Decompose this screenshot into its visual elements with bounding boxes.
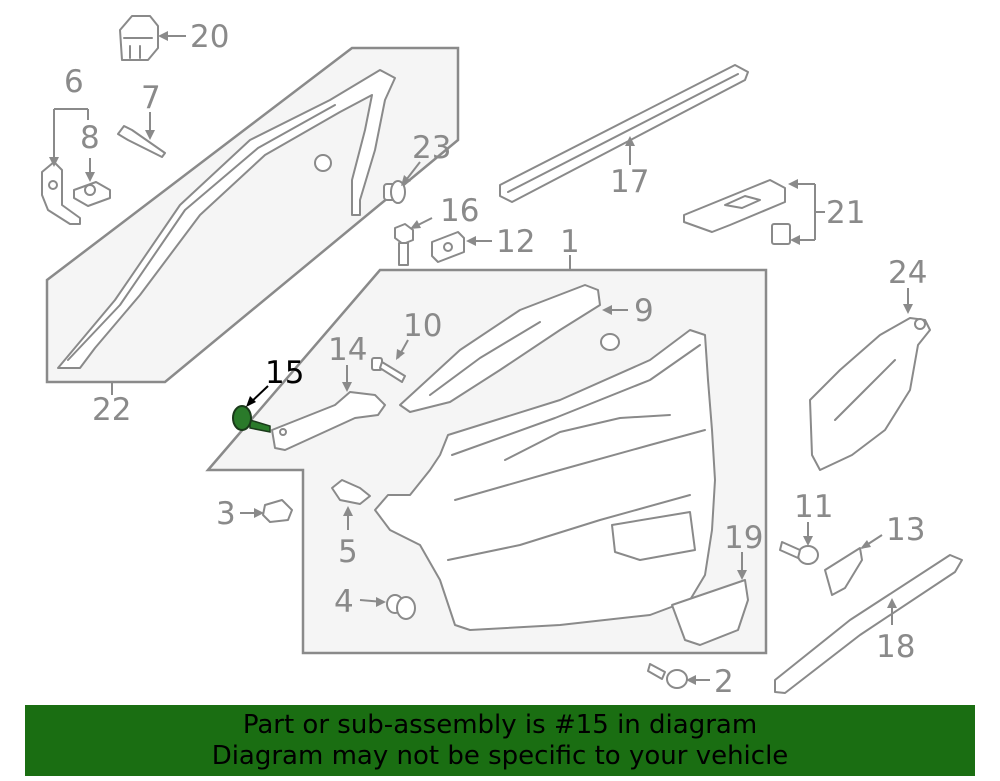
- part-4-pushpin: [386, 594, 416, 620]
- callout-23: 23: [412, 130, 451, 166]
- callout-9: 9: [634, 293, 654, 329]
- callout-4: 4: [334, 584, 354, 620]
- callout-5: 5: [338, 534, 358, 570]
- callout-21: 21: [826, 195, 865, 231]
- part-8-clip: [73, 181, 111, 207]
- part-22-pillar-trim: [57, 69, 396, 369]
- part-24-insulator: [809, 317, 931, 471]
- part-1-door-panel: [374, 329, 716, 631]
- leader-arrows: [49, 31, 913, 685]
- callout-22: 22: [92, 392, 131, 428]
- callout-14: 14: [328, 332, 367, 368]
- callout-16: 16: [440, 193, 479, 229]
- part-15-screw-highlighted: [232, 405, 271, 433]
- part-12-clip: [431, 231, 465, 263]
- part-17-window-strip: [499, 64, 749, 203]
- callout-2: 2: [714, 664, 734, 700]
- callout-12: 12: [496, 224, 535, 260]
- info-banner: Part or sub-assembly is #15 in diagram D…: [25, 705, 975, 776]
- callout-18: 18: [876, 629, 915, 665]
- callout-19: 19: [724, 520, 763, 556]
- part-11-screw: [779, 541, 819, 565]
- callout-1: 1: [560, 224, 580, 260]
- part-5-clip: [331, 479, 371, 505]
- part-7-pin: [117, 125, 166, 158]
- part-23-grommet: [383, 180, 406, 204]
- part-19-pocket: [671, 579, 749, 646]
- callout-8: 8: [80, 120, 100, 156]
- callout-20: 20: [190, 19, 229, 55]
- part-21-window-switch: [683, 179, 791, 245]
- part-20-switch: [119, 15, 159, 61]
- callout-7: 7: [141, 80, 161, 116]
- callout-15-highlighted: 15: [265, 355, 304, 391]
- part-16-bolt: [394, 223, 414, 266]
- part-6-bracket: [41, 161, 81, 225]
- part-13-bracket: [824, 547, 863, 596]
- part-18-sill-trim: [774, 554, 963, 694]
- banner-line-1: Part or sub-assembly is #15 in diagram: [242, 710, 758, 740]
- callout-6: 6: [64, 64, 84, 100]
- callout-13: 13: [886, 512, 925, 548]
- part-10-screw: [371, 357, 406, 383]
- callout-labels: 20 6 7 8 23 17 21 16 12 1 9 24 10 14 15 …: [64, 19, 927, 700]
- callout-10: 10: [403, 308, 442, 344]
- callout-24: 24: [888, 255, 927, 291]
- callout-3: 3: [216, 496, 236, 532]
- banner-line-2: Diagram may not be specific to your vehi…: [211, 741, 789, 771]
- part-9-handle-bracket: [399, 284, 620, 413]
- part-14-strip: [271, 391, 386, 451]
- callout-11: 11: [794, 489, 833, 525]
- callout-17: 17: [610, 164, 649, 200]
- part-3-clip: [262, 499, 293, 523]
- panel-box-22: [45, 46, 460, 384]
- part-2-screw: [647, 663, 688, 689]
